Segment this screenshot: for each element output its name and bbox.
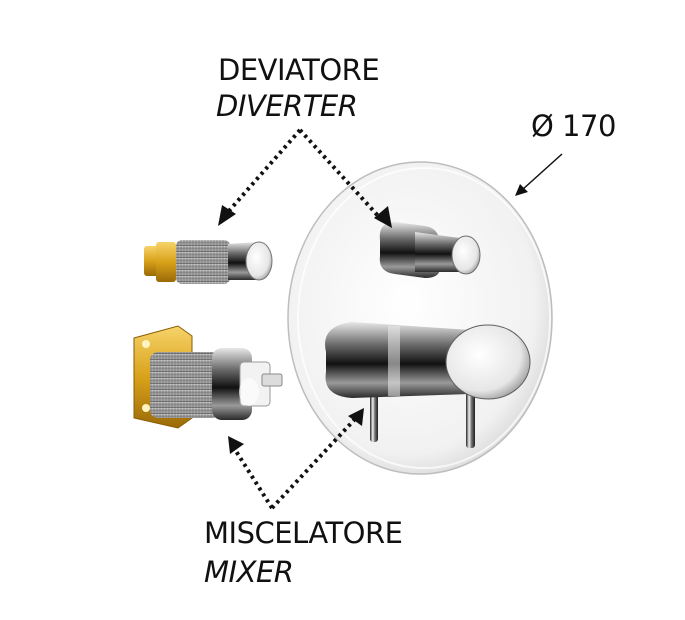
mixer-arrows: [232, 416, 358, 510]
mixer-cartridge: [133, 325, 283, 429]
mixer-handle: [325, 322, 531, 448]
diverter-cartridge: [144, 240, 273, 284]
diverter-arrows: [226, 128, 382, 220]
diverter-arrowheads: [218, 205, 392, 228]
mixer-italian-label: MISCELATORE: [204, 516, 403, 550]
cover-plate: [287, 161, 553, 475]
diameter-label: Ø 170: [531, 109, 616, 143]
diverter-english-label: DIVERTER: [216, 89, 358, 123]
diverter-knob: [379, 222, 481, 278]
diverter-italian-label: DEVIATORE: [218, 53, 380, 87]
mixer-arrowheads: [228, 408, 364, 454]
mixer-english-label: MIXER: [204, 555, 294, 589]
diameter-arrow: [515, 153, 563, 196]
